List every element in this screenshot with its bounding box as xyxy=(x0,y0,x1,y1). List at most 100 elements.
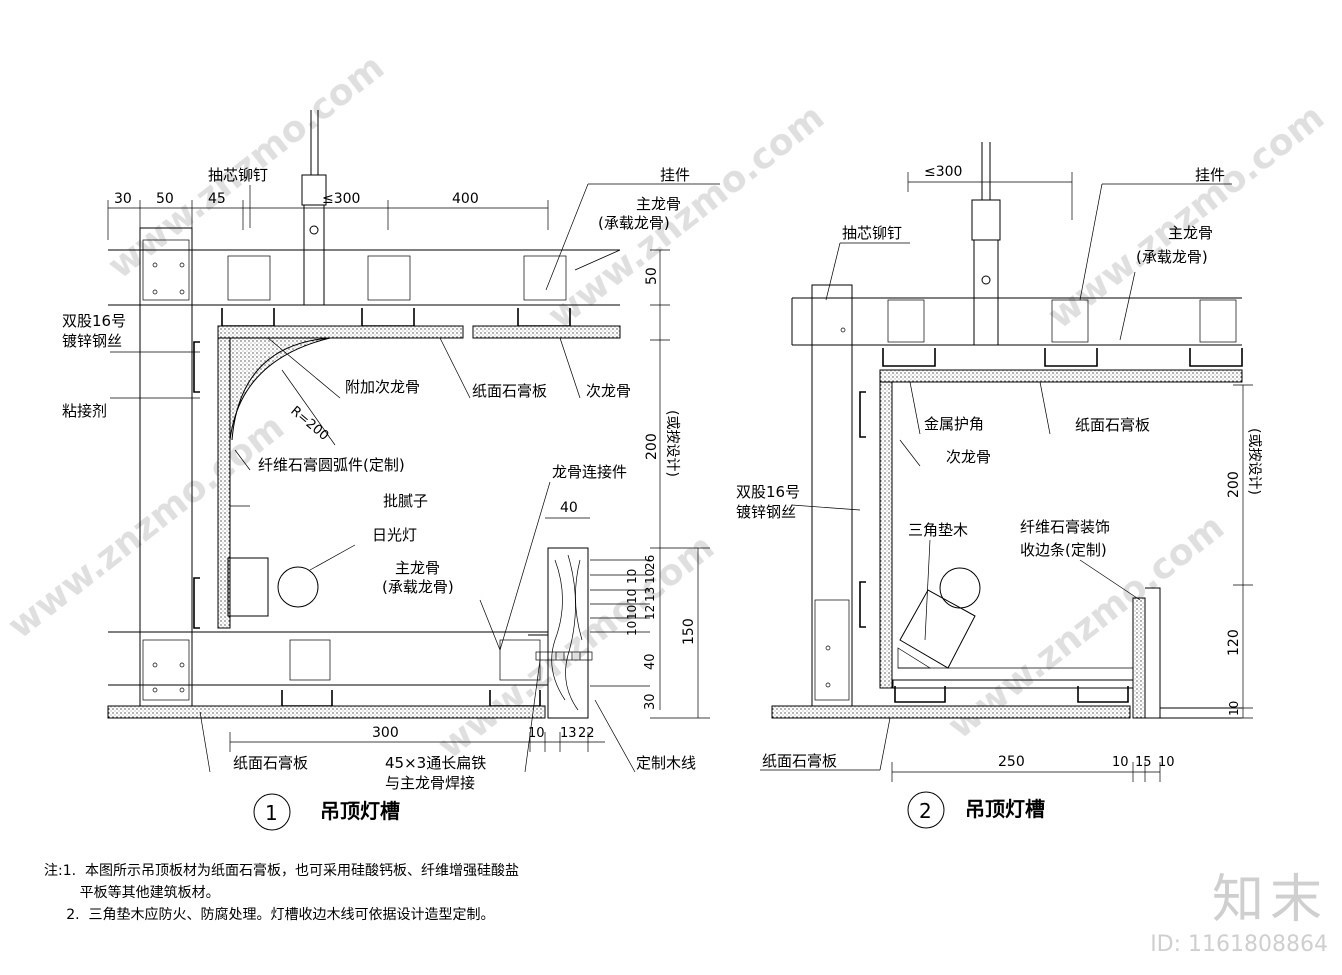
detail-2-title: 吊顶灯槽 xyxy=(965,797,1045,821)
dim1-bottom-2: 13 xyxy=(560,726,577,741)
dim2-right-mid: 200 xyxy=(1226,471,1242,498)
label-main-keel-note-2: (承载龙骨) xyxy=(1136,248,1208,266)
label-wood-trim: 定制木线 xyxy=(636,754,696,772)
detail-2-number-circle xyxy=(907,791,945,829)
vertical-board-1 xyxy=(217,337,231,629)
dim1-right-mid: 200 xyxy=(644,433,660,460)
detail-2: 挂件 抽芯铆钉 主龙骨 (承载龙骨) 金属护角 纸面石膏板 次龙骨 双股16号 … xyxy=(736,142,1262,829)
label-flat-iron-a: 45×3通长扁铁 xyxy=(385,754,486,772)
top-board-1 xyxy=(217,325,464,339)
detail-2-number: 2 xyxy=(919,799,932,823)
dim1-stack-3: 13 xyxy=(643,587,657,602)
label-main-keel-1: 主龙骨 xyxy=(636,195,681,213)
dim1-bottom-3: 22 xyxy=(578,726,595,741)
dim1-trim-total: 150 xyxy=(681,618,697,645)
label-main-keel-2: 主龙骨 xyxy=(1168,224,1213,242)
label-bottom-board-1: 纸面石膏板 xyxy=(233,754,308,772)
wall-plate-top xyxy=(142,239,190,301)
label-wedge-wood: 三角垫木 xyxy=(908,521,968,539)
label-hanger-1: 挂件 xyxy=(660,166,690,184)
label-steel-wire-1a: 双股16号 xyxy=(62,312,126,330)
dim1-trim-width: 40 xyxy=(560,500,578,516)
label-arc-piece: 纤维石膏圆弧件(定制) xyxy=(258,456,405,474)
watermark-4: www.znzmo.com xyxy=(0,407,292,648)
dim2-bottom-2: 15 xyxy=(1135,755,1152,770)
wood-trim xyxy=(547,547,589,719)
label-main-keel-1b: 主龙骨 xyxy=(395,559,440,577)
detail-1-number-circle xyxy=(253,793,291,831)
note-line-1: 注:1. 本图所示吊顶板材为纸面石膏板，也可采用硅酸钙板、纤维增强硅酸盐 xyxy=(44,863,519,879)
dim1-top-2: 45 xyxy=(208,191,226,207)
watermark-2: www.znzmo.com xyxy=(540,97,832,338)
dim1-stack-4: 10 xyxy=(625,589,639,604)
drawing-notes: 注:1. 本图所示吊顶板材为纸面石膏板，也可采用硅酸钙板、纤维增强硅酸盐 平板等… xyxy=(44,860,519,926)
label-gypsum-board-2: 纸面石膏板 xyxy=(1075,416,1150,434)
label-main-keel-note-1: (承载龙骨) xyxy=(598,214,670,232)
dim1-bottom-1: 10 xyxy=(528,726,545,741)
note-line-3: 2. 三角垫木应防火、防腐处理。灯槽收边木线可依据设计造型定制。 xyxy=(44,907,495,923)
watermark-group: www.znzmo.com www.znzmo.com www.znzmo.co… xyxy=(0,47,1332,768)
detail-1-title: 吊顶灯槽 xyxy=(320,799,400,823)
label-keel-connector: 龙骨连接件 xyxy=(552,463,627,481)
dim1-stack-7: 10 xyxy=(625,621,639,636)
sub-keel-2 xyxy=(361,308,415,327)
dim2-right-low: 120 xyxy=(1226,629,1242,656)
fluorescent-lamp xyxy=(227,557,269,617)
brand-id: ID: 1161808864 xyxy=(1150,932,1328,957)
note-line-2: 平板等其他建筑板材。 xyxy=(44,885,220,901)
dim2-right-bottom: 10 xyxy=(1227,701,1241,716)
dim1-top-0: 30 xyxy=(114,191,132,207)
dim1-top-3: ≤300 xyxy=(322,191,360,207)
label-steel-wire-2a: 双股16号 xyxy=(736,483,800,501)
dim1-stack-9: 30 xyxy=(643,693,658,710)
top-board-2 xyxy=(879,369,1243,383)
label-steel-wire-1b: 镀锌钢丝 xyxy=(62,332,122,350)
label-main-keel-note-1b: (承载龙骨) xyxy=(382,578,454,596)
watermark-3: www.znzmo.com xyxy=(1040,97,1332,338)
label-edge-trim-a: 纤维石膏装饰 xyxy=(1020,518,1110,536)
vertical-board-2 xyxy=(879,381,893,689)
label-by-design-1: (或按设计) xyxy=(664,410,680,477)
dim1-bottom-0: 300 xyxy=(372,725,399,741)
detail-1-number: 1 xyxy=(265,801,278,825)
brand-logo: 知末 xyxy=(1211,870,1328,930)
dim1-stack-0: 26 xyxy=(643,555,657,570)
label-flat-iron-b: 与主龙骨焊接 xyxy=(385,774,475,792)
label-putty: 批腻子 xyxy=(383,492,428,510)
label-radius: R=200 xyxy=(287,404,331,444)
bottom-board-2 xyxy=(771,705,1131,719)
hanger-rod-2 xyxy=(973,239,999,346)
bottom-board-1 xyxy=(107,705,546,719)
label-gypsum-board-1: 纸面石膏板 xyxy=(472,382,547,400)
label-hanger-2: 挂件 xyxy=(1195,166,1225,184)
dim1-stack-1: 10 xyxy=(625,569,639,584)
label-steel-wire-2b: 镀锌钢丝 xyxy=(736,503,796,521)
dim1-stack-6: 12 xyxy=(643,605,657,620)
dim1-right-top: 50 xyxy=(644,267,660,285)
brand-watermark: 知末 ID: 1161808864 xyxy=(1150,857,1328,957)
dim2-bottom-0: 250 xyxy=(998,754,1025,770)
label-adhesive-1: 粘接剂 xyxy=(62,402,107,420)
sub-keel-2a xyxy=(882,348,936,367)
dim2-top: ≤300 xyxy=(924,164,962,180)
dim1-top-1: 50 xyxy=(156,191,174,207)
label-edge-trim-b: 收边条(定制) xyxy=(1020,541,1107,559)
dim1-stack-2: 10 xyxy=(643,569,657,584)
dim1-stack-5: 10 xyxy=(625,605,639,620)
detail-1: 抽芯铆钉 挂件 主龙骨 (承载龙骨) 双股16号 镀锌钢丝 粘接剂 附加次龙骨 … xyxy=(62,110,720,831)
sub-keel-1 xyxy=(221,308,275,327)
label-extra-sub-keel: 附加次龙骨 xyxy=(345,378,420,396)
fluorescent-lamp-2 xyxy=(899,589,976,669)
label-rivet-1: 抽芯铆钉 xyxy=(208,166,268,184)
wall-column-2 xyxy=(811,284,853,716)
label-rivet-2: 抽芯铆钉 xyxy=(842,224,902,242)
label-sub-keel-2: 次龙骨 xyxy=(946,448,991,466)
label-fluorescent: 日光灯 xyxy=(372,526,417,544)
label-metal-corner: 金属护角 xyxy=(924,415,984,433)
label-bottom-board-2: 纸面石膏板 xyxy=(762,752,837,770)
dim1-top-4: 400 xyxy=(452,191,479,207)
dim2-bottom-3: 10 xyxy=(1158,755,1175,770)
dim2-bottom-1: 10 xyxy=(1112,755,1129,770)
dim1-stack-8: 40 xyxy=(643,653,658,670)
